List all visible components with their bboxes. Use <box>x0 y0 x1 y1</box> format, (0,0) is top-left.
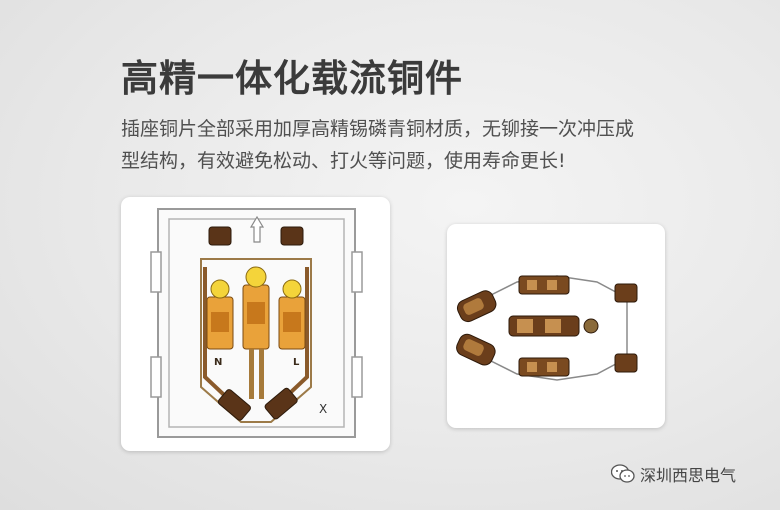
wechat-icon <box>611 464 635 483</box>
copper-parts-image <box>456 275 638 381</box>
label-l: L <box>293 357 300 368</box>
description: 插座铜片全部采用加厚高精锡磷青铜材质，无铆接一次冲压成 型结构，有效避免松动、打… <box>121 113 701 177</box>
copper-parts-card <box>447 224 665 428</box>
watermark: 深圳西思电气 <box>611 462 736 486</box>
watermark-text: 深圳西思电气 <box>640 466 737 485</box>
terminal-l <box>278 279 306 350</box>
socket-diagram: N L X <box>150 208 363 438</box>
page-title: 高精一体化载流铜件 <box>121 57 463 100</box>
description-line-2: 型结构，有效避免松动、打火等问题，使用寿命更长! <box>121 150 566 172</box>
label-n: N <box>214 357 222 368</box>
description-line-1: 插座铜片全部采用加厚高精锡磷青铜材质，无铆接一次冲压成 <box>121 118 635 140</box>
terminal-middle <box>242 266 270 350</box>
terminal-n <box>206 279 234 350</box>
socket-diagram-card: N L X <box>121 197 390 451</box>
label-x: X <box>319 402 327 416</box>
